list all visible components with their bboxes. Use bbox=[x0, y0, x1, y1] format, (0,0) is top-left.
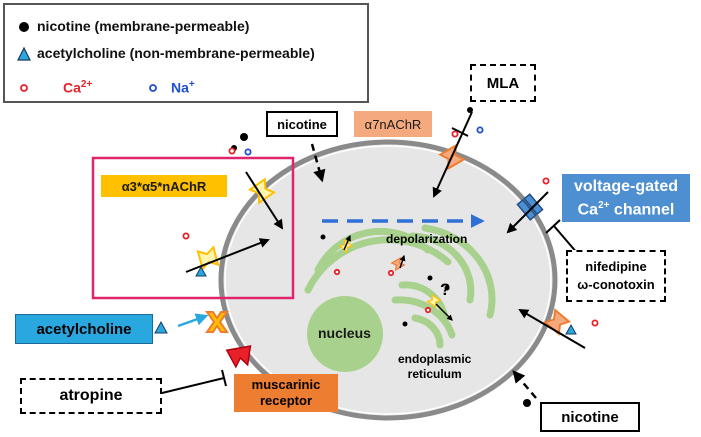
cell-membrane bbox=[218, 139, 558, 421]
nifedipine-inhibit-bar bbox=[545, 219, 561, 234]
legend-na-text: Na+ bbox=[171, 79, 195, 96]
depolarization-label: depolarization bbox=[386, 232, 468, 246]
a3a5-nachr-label: α3*α5*nAChR bbox=[101, 175, 227, 197]
nifedipine-label: nifedipine bbox=[585, 259, 647, 274]
vgcc-label-line2: Ca2+ channel bbox=[577, 199, 675, 219]
a3a5-top-arrow bbox=[245, 171, 284, 230]
mla-inhibit-bar bbox=[451, 127, 469, 137]
legend-nicotine-text: nicotine (membrane-permeable) bbox=[37, 18, 250, 34]
vgcc-label: voltage-gated Ca2+ channel bbox=[562, 174, 690, 222]
nicotine-top-entry-arrow bbox=[310, 143, 326, 183]
acetylcholine-binding-arrow bbox=[177, 313, 209, 328]
sodium-ions bbox=[244, 126, 484, 156]
conotoxin-label: ω-conotoxin bbox=[577, 277, 655, 292]
a7-right-arrow bbox=[518, 308, 586, 349]
acetylcholine-symbol bbox=[17, 46, 31, 61]
mla-label: MLA bbox=[470, 64, 536, 102]
atropine-inhibit-bar bbox=[221, 369, 227, 387]
er-arrow-3 bbox=[435, 303, 453, 321]
a3a5-highlight-box bbox=[91, 156, 295, 300]
nifedipine-inhibit-line bbox=[553, 225, 579, 255]
vgcc-channel bbox=[516, 193, 544, 221]
nicotine-bottom-label: nicotine bbox=[540, 402, 640, 432]
muscarinic-receptor-shape bbox=[225, 345, 252, 369]
legend-acetylcholine-text: acetylcholine (non-membrane-permeable) bbox=[37, 45, 315, 61]
nifedipine-conotoxin-box: nifedipine ω-conotoxin bbox=[566, 250, 666, 302]
nicotine-into-a7-arrow bbox=[432, 111, 473, 198]
nucleus bbox=[307, 296, 383, 372]
ca-symbol bbox=[20, 84, 28, 92]
acetylcholine-molecules bbox=[154, 265, 577, 335]
nicotine-symbol bbox=[19, 22, 29, 32]
na-symbol bbox=[149, 84, 157, 92]
acetylcholine-receptor-channel bbox=[205, 311, 229, 333]
vgcc-arrow bbox=[506, 191, 549, 234]
calcium-ions bbox=[182, 130, 599, 327]
er-label: endoplasmic reticulum bbox=[398, 352, 472, 381]
a7nachr-channel-right bbox=[542, 308, 572, 336]
cell-membrane-inner bbox=[224, 145, 552, 415]
er-arrow-1 bbox=[343, 234, 351, 251]
nicotine-bottom-entry-arrow bbox=[512, 370, 537, 399]
er-arrow-2 bbox=[399, 254, 406, 269]
nucleus-label: nucleus bbox=[318, 325, 371, 341]
a3a5-left-arrow bbox=[185, 238, 270, 273]
legend-symbols bbox=[17, 22, 157, 92]
muscarinic-receptor-label: muscarinic receptor bbox=[234, 374, 338, 412]
a7nachr-label: α7nAChR bbox=[354, 111, 432, 137]
legend: nicotine (membrane-permeable) acetylchol… bbox=[3, 3, 369, 103]
atropine-label: atropine bbox=[20, 378, 162, 414]
vgcc-label-line1: voltage-gated bbox=[573, 177, 678, 195]
atropine-inhibit-line bbox=[161, 377, 225, 394]
a3a5-channel-left bbox=[196, 245, 220, 271]
acetylcholine-label: acetylcholine bbox=[15, 314, 153, 344]
nicotine-top-label: nicotine bbox=[266, 111, 338, 137]
legend-ca-text: Ca2+ bbox=[63, 79, 93, 96]
question-mark: ? bbox=[440, 280, 451, 299]
er-channel-3 bbox=[426, 293, 442, 309]
nicotine-molecules bbox=[231, 107, 531, 407]
